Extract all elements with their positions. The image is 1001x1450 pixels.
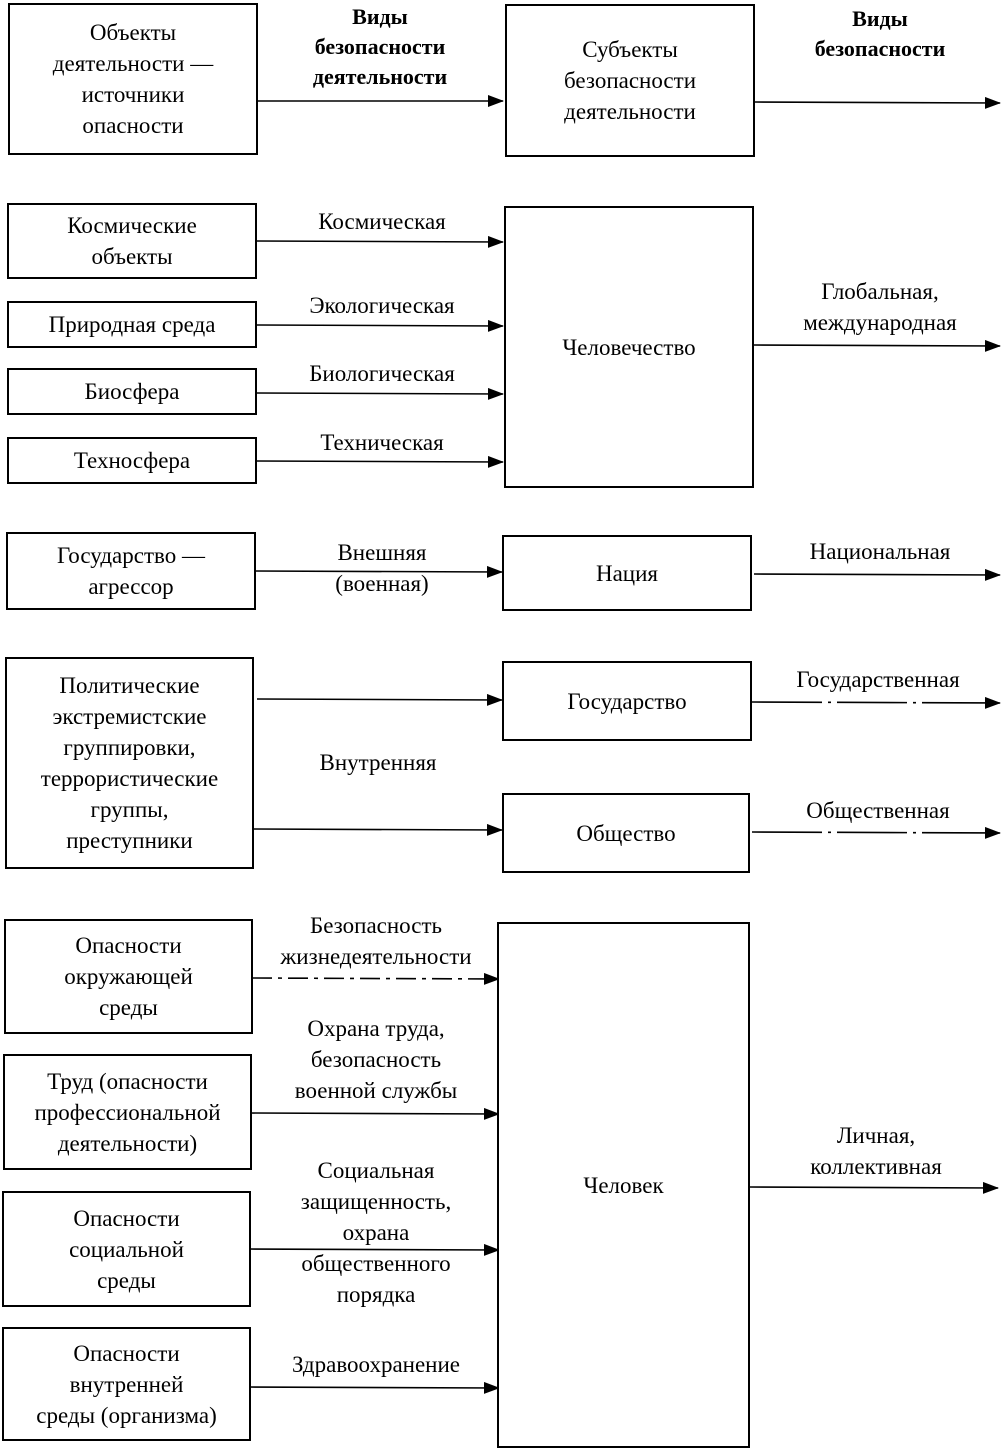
link-label-social: Социальная защищенность, охрана обществе…: [300, 1158, 452, 1307]
subject-person: Человек: [497, 922, 750, 1448]
output-label-personal: Личная, коллективная: [810, 1123, 942, 1179]
arrow-technical: [255, 455, 504, 468]
subject-society: Общество: [502, 793, 750, 873]
source-social-dangers: Опасности социальной среды: [2, 1191, 251, 1307]
subject-nation: Нация: [502, 535, 752, 611]
source-space-objects: Космические объекты: [7, 203, 257, 279]
objects-header-box: Объекты деятельности — источники опаснос…: [8, 3, 258, 155]
arrow-life-safety: [251, 972, 500, 985]
source-extremists: Политические экстремистские группировки,…: [5, 657, 254, 869]
source-labor: Труд (опасности профессиональной деятель…: [3, 1054, 252, 1170]
link-label-technical: Техническая: [320, 430, 444, 455]
source-technosphere: Техносфера: [7, 437, 257, 484]
arrow-external: [254, 565, 503, 578]
link-label-external: Внешняя (военная): [335, 540, 429, 596]
output-label-society: Общественная: [806, 798, 950, 823]
arrow-state-output: [751, 696, 1001, 709]
arrow-internal-state: [256, 693, 503, 706]
arrow-global: [753, 339, 1001, 352]
source-natural-environment: Природная среда: [7, 301, 257, 348]
arrow-social: [249, 1243, 500, 1256]
subject-state: Государство: [502, 661, 752, 741]
source-environment-dangers: Опасности окружающей среды: [4, 919, 253, 1034]
link-label-life-safety: Безопасность жизнедеятельности: [280, 913, 472, 969]
link-label-internal: Внутренняя: [319, 750, 437, 775]
safety-types-header: Виды безопасности: [814, 6, 946, 61]
subjects-header-text: Субъекты безопасности деятельности: [563, 37, 696, 124]
output-label-state: Государственная: [796, 667, 960, 692]
source-internal-dangers: Опасности внутренней среды (организма): [2, 1327, 251, 1441]
arrow-labor: [250, 1107, 500, 1120]
subjects-header-box: Субъекты безопасности деятельности: [505, 4, 755, 157]
source-aggressor-state: Государство — агрессор: [6, 532, 256, 610]
arrow-biological: [255, 387, 504, 400]
link-label-health: Здравоохранение: [291, 1352, 461, 1377]
arrow-subjects-to-types: [754, 96, 1001, 109]
output-label-global: Глобальная, международная: [803, 279, 957, 335]
link-label-ecological: Экологическая: [309, 293, 455, 318]
subject-humanity: Человечество: [504, 206, 754, 488]
link-label-labor: Охрана труда, безопасность военной служб…: [294, 1016, 458, 1103]
activity-safety-types-header: Виды безопасности деятельности: [312, 4, 448, 89]
arrow-health: [248, 1381, 500, 1394]
link-label-biological: Биологическая: [309, 361, 455, 386]
link-label-space: Космическая: [318, 209, 446, 234]
arrow-personal: [748, 1181, 999, 1194]
arrow-ecological: [256, 319, 504, 332]
output-label-national: Национальная: [809, 539, 951, 564]
arrow-space: [255, 235, 504, 248]
source-biosphere: Биосфера: [7, 368, 257, 415]
arrow-society-output: [751, 826, 1001, 839]
arrow-internal-society: [253, 823, 503, 836]
objects-header-text: Объекты деятельности — источники опаснос…: [52, 20, 214, 138]
arrow-national: [753, 568, 1001, 581]
